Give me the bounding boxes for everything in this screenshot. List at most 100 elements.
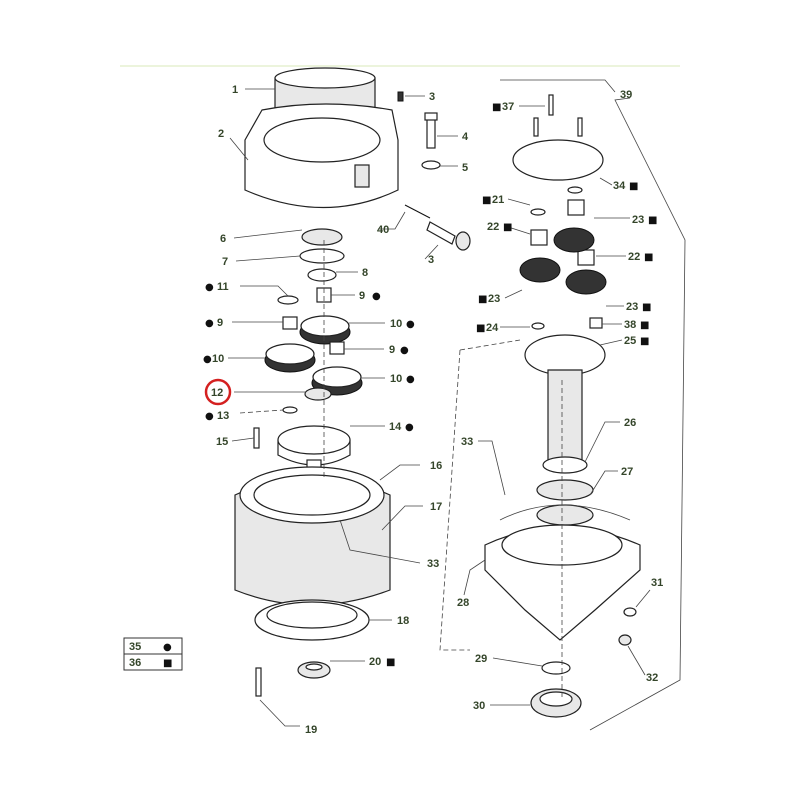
label-21[interactable]: 21	[492, 194, 504, 206]
label-24[interactable]: 24	[486, 322, 499, 334]
label-15[interactable]: 15	[216, 436, 228, 448]
marker-square: ■	[492, 102, 501, 113]
label-20[interactable]: 20	[369, 656, 381, 668]
label-26[interactable]: 26	[624, 417, 636, 429]
marker-square: ■	[478, 294, 487, 305]
legend-row-36	[123, 653, 183, 671]
marker-square: ■	[648, 215, 657, 226]
seal-part-30	[530, 688, 582, 718]
label-8[interactable]: 8	[362, 267, 368, 279]
marker-dot: ●	[405, 422, 414, 433]
marker-dot: ●	[205, 282, 214, 293]
ring-part-26	[542, 456, 588, 474]
marker-dot: ●	[205, 411, 214, 422]
marker-dot: ●	[203, 354, 212, 365]
label-23b[interactable]: 23	[488, 293, 500, 305]
label-33a[interactable]: 33	[427, 558, 439, 570]
label-40[interactable]: 40	[377, 224, 389, 236]
label-14[interactable]: 14	[389, 421, 402, 433]
marker-dot: ●	[400, 345, 409, 356]
marker-dot: ●	[406, 319, 415, 330]
ring-part-18	[254, 599, 370, 641]
bearing-part-27	[536, 479, 594, 526]
label-7[interactable]: 7	[222, 256, 228, 268]
legend-square-marker: ■	[163, 658, 172, 669]
label-10c[interactable]: 10	[390, 373, 402, 385]
marker-dot: ●	[372, 291, 381, 302]
bushing-part-22	[530, 229, 548, 246]
leader-lines	[228, 79, 686, 731]
ring-gear-part-16	[234, 466, 391, 606]
marker-square: ■	[640, 336, 649, 347]
label-29[interactable]: 29	[475, 653, 487, 665]
label-10b[interactable]: 10	[212, 353, 224, 365]
circlip-part-8	[307, 268, 337, 282]
marker-square: ■	[482, 195, 491, 206]
label-28[interactable]: 28	[457, 597, 469, 609]
washer-part-21	[567, 186, 583, 194]
label-18[interactable]: 18	[397, 615, 409, 627]
marker-square: ■	[629, 181, 638, 192]
marker-square: ■	[476, 323, 485, 334]
label-19[interactable]: 19	[305, 724, 317, 736]
label-16[interactable]: 16	[430, 460, 442, 472]
bushing-part-9	[329, 341, 345, 355]
label-22b[interactable]: 22	[628, 251, 640, 263]
label-22a[interactable]: 22	[487, 221, 499, 233]
label-2[interactable]: 2	[218, 128, 224, 140]
bearing-part-12	[304, 387, 332, 401]
marker-square: ■	[642, 302, 651, 313]
gear-part-23	[553, 227, 595, 253]
ring-part-33	[499, 504, 631, 521]
legend-dot-marker: ●	[163, 642, 172, 653]
label-33b[interactable]: 33	[461, 436, 473, 448]
bolts-part-37	[533, 94, 583, 137]
washer-part-5	[421, 160, 441, 170]
bushing-part-38	[589, 317, 603, 329]
label-25[interactable]: 25	[624, 335, 636, 347]
marker-square: ■	[503, 222, 512, 233]
gear-part-23	[565, 269, 607, 295]
marker-dot: ●	[406, 374, 415, 385]
screw-part-3	[397, 91, 404, 102]
label-23a[interactable]: 23	[632, 214, 644, 226]
plate-part-34	[512, 139, 604, 181]
label-38[interactable]: 38	[624, 319, 636, 331]
label-11[interactable]: 11	[217, 281, 229, 293]
circlip-part-29	[541, 661, 571, 675]
marker-square: ■	[640, 320, 649, 331]
label-3[interactable]: 3	[429, 91, 435, 103]
label-9a[interactable]: 9	[359, 290, 365, 302]
label-30[interactable]: 30	[473, 700, 485, 712]
pin-part-3	[426, 221, 471, 251]
label-3b[interactable]: 3	[428, 254, 434, 266]
bushing-part-9	[282, 316, 298, 330]
label-1[interactable]: 1	[232, 84, 238, 96]
label-5[interactable]: 5	[462, 162, 468, 174]
bolt-part-4	[424, 112, 438, 149]
label-9c[interactable]: 9	[389, 344, 395, 356]
label-34[interactable]: 34	[613, 180, 626, 192]
spring-part-40	[404, 204, 431, 219]
label-6[interactable]: 6	[220, 233, 226, 245]
bearing-part-6	[301, 228, 343, 246]
fitting-part-31	[623, 607, 637, 617]
label-31[interactable]: 31	[651, 577, 663, 589]
label-9b[interactable]: 9	[217, 317, 223, 329]
label-32[interactable]: 32	[646, 672, 658, 684]
highlight-circle	[204, 378, 232, 406]
label-39[interactable]: 39	[620, 89, 632, 101]
label-4[interactable]: 4	[462, 131, 469, 143]
label-27[interactable]: 27	[621, 466, 633, 478]
marker-square: ■	[386, 657, 395, 668]
bushing-part-22	[567, 199, 585, 216]
label-13[interactable]: 13	[217, 410, 229, 422]
label-10a[interactable]: 10	[390, 318, 402, 330]
label-37[interactable]: 37	[502, 101, 514, 113]
label-12[interactable]: 12	[211, 387, 223, 399]
legend-label-36: 36	[129, 657, 141, 669]
label-23c[interactable]: 23	[626, 301, 638, 313]
label-17[interactable]: 17	[430, 501, 442, 513]
